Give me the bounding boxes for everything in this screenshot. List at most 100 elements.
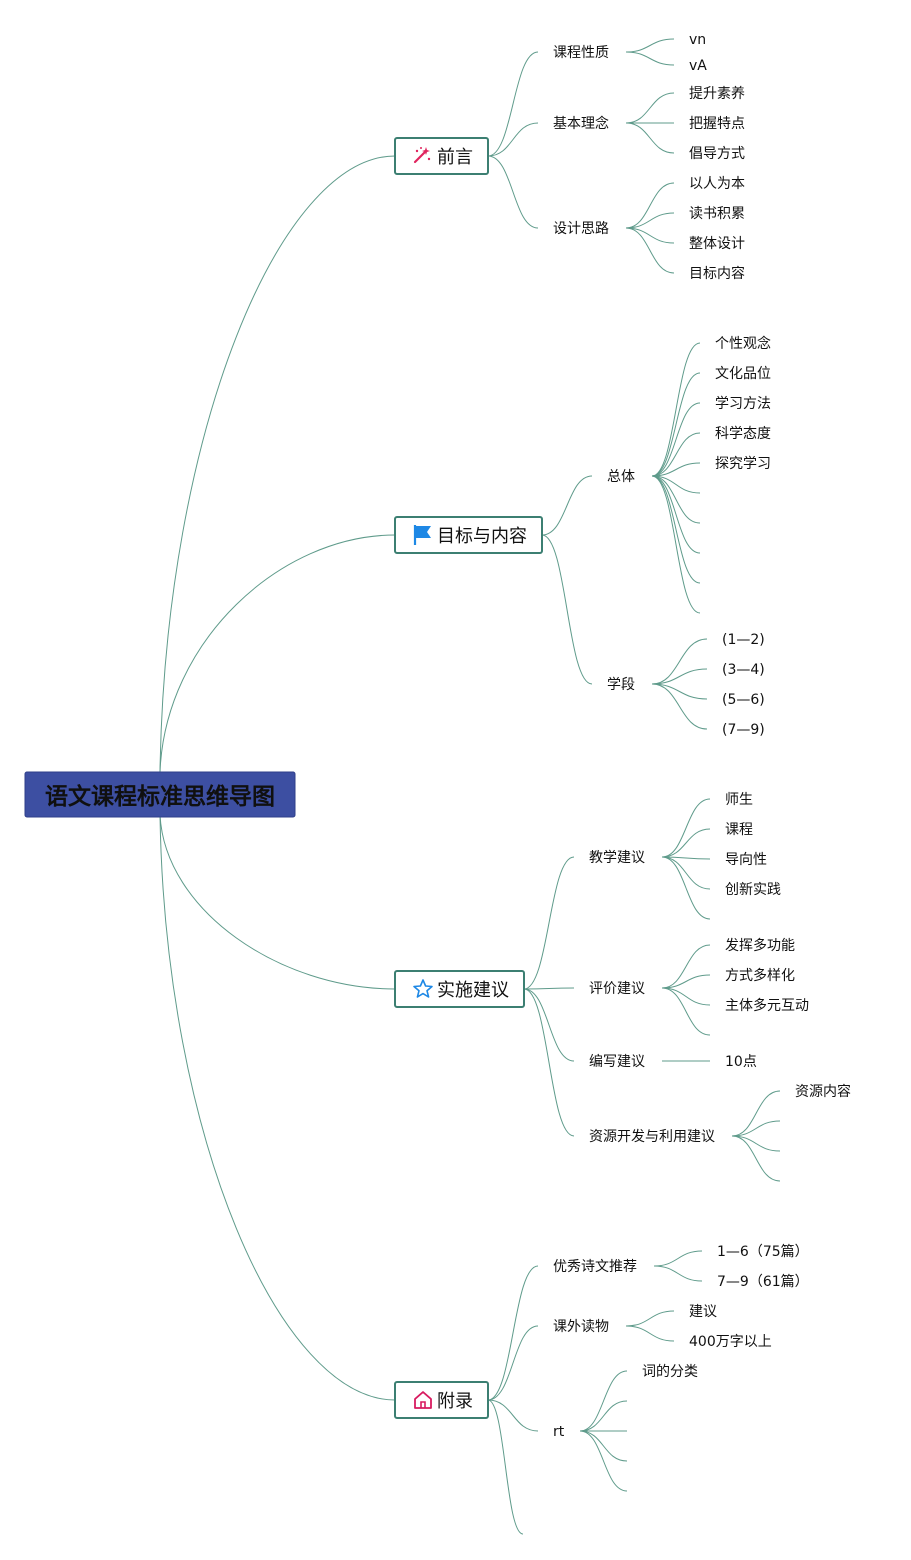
leaf-node-implementation-1-1[interactable]: 方式多样化: [725, 967, 795, 984]
leaf-node-implementation-0-2[interactable]: 导向性: [725, 852, 767, 868]
edge-leaf-implementation-0-3: [661, 856, 711, 890]
leaf-node-preface-1-1[interactable]: 把握特点: [689, 116, 745, 132]
edge-leaf-goals-0-9: [651, 475, 701, 614]
edge-implementation-to-child-0: [523, 856, 575, 990]
leaf-node-preface-2-3[interactable]: 目标内容: [689, 265, 745, 282]
child-node-goals-1[interactable]: 学段: [607, 677, 635, 693]
branch-box-goals: [394, 516, 543, 554]
edge-leaf-goals-1-2: [651, 683, 708, 700]
edge-root-to-implementation: [159, 814, 396, 990]
home-icon: [414, 1391, 432, 1409]
leaf-node-appendix-0-1[interactable]: 7—9（61篇）: [717, 1274, 809, 1290]
edge-preface-to-child-1: [487, 122, 539, 157]
child-node-preface-0[interactable]: 课程性质: [553, 45, 609, 61]
leaf-node-implementation-0-3[interactable]: 创新实践: [725, 882, 781, 898]
edge-leaf-goals-0-2: [651, 402, 701, 477]
edge-leaf-implementation-3-0: [731, 1090, 781, 1137]
leaf-node-preface-0-1[interactable]: vA: [689, 58, 707, 74]
edge-leaf-goals-0-4: [651, 462, 701, 477]
child-node-appendix-2[interactable]: rt: [553, 1424, 565, 1440]
child-node-implementation-2[interactable]: 编写建议: [589, 1054, 645, 1070]
leaf-node-goals-0-2[interactable]: 学习方法: [715, 396, 771, 412]
edge-leaf-goals-0-7: [651, 475, 701, 554]
leaf-node-implementation-0-0[interactable]: 师生: [725, 792, 753, 808]
root-node[interactable]: 语文课程标准思维导图: [24, 771, 296, 818]
child-node-implementation-0[interactable]: 教学建议: [589, 850, 645, 866]
leaf-node-preface-1-2[interactable]: 倡导方式: [689, 146, 745, 162]
branch-label-goals: 目标与内容: [437, 526, 527, 547]
leaf-node-appendix-0-0[interactable]: 1—6（75篇）: [717, 1244, 809, 1260]
magic-wand-icon: [413, 147, 431, 164]
mindmap-nodes: 语文课程标准思维导图 前言 课程性质 vn vA 基本理念 提升素养把握特点倡导方式设计思…: [24, 32, 851, 1440]
edge-leaf-appendix-0-1: [653, 1265, 703, 1282]
leaf-node-implementation-0-1[interactable]: 课程: [725, 822, 753, 838]
branch-box-appendix: [394, 1381, 489, 1419]
leaf-node-appendix-1-1[interactable]: 400万字以上: [689, 1334, 772, 1350]
branch-node-goals[interactable]: 目标与内容: [394, 516, 543, 554]
edge-leaf-implementation-3-1: [731, 1120, 781, 1137]
edge-leaf-appendix-1-1: [625, 1325, 675, 1342]
leaf-node-appendix-2-0[interactable]: 词的分类: [642, 1364, 698, 1380]
edge-leaf-appendix-2-1: [579, 1400, 628, 1432]
edge-goals-to-child-1: [541, 534, 593, 685]
edge-leaf-implementation-0-2: [661, 856, 711, 860]
edge-appendix-to-child-3: [487, 1399, 524, 1535]
child-node-implementation-3[interactable]: 资源开发与利用建议: [589, 1129, 715, 1145]
flag-icon: [413, 525, 431, 545]
branch-box-preface: [394, 137, 489, 175]
edge-leaf-implementation-0-4: [661, 856, 711, 920]
leaf-node-goals-1-0[interactable]: (1—2): [722, 632, 765, 648]
edge-implementation-to-child-1: [523, 987, 575, 990]
leaf-node-goals-0-3[interactable]: 科学态度: [715, 426, 771, 442]
child-node-appendix-0[interactable]: 优秀诗文推荐: [553, 1259, 637, 1275]
star-icon: [413, 979, 433, 998]
edge-leaf-preface-2-0: [625, 182, 675, 229]
leaf-node-goals-1-1[interactable]: (3—4): [722, 662, 765, 678]
leaf-node-preface-0-0[interactable]: vn: [689, 32, 706, 48]
leaf-node-goals-0-0[interactable]: 个性观念: [715, 335, 771, 352]
edge-leaf-preface-1-0: [625, 92, 675, 124]
branch-label-preface: 前言: [437, 147, 473, 168]
branch-node-appendix[interactable]: 附录: [394, 1381, 489, 1419]
edge-leaf-implementation-3-3: [731, 1135, 781, 1182]
leaf-node-implementation-1-2[interactable]: 主体多元互动: [725, 997, 809, 1014]
leaf-node-preface-2-0[interactable]: 以人为本: [689, 176, 745, 192]
child-node-implementation-1[interactable]: 评价建议: [589, 981, 645, 997]
branch-node-implementation[interactable]: 实施建议: [394, 970, 525, 1008]
root-node-box: [24, 771, 296, 818]
leaf-node-preface-1-0[interactable]: 提升素养: [689, 86, 745, 102]
edge-leaf-implementation-3-2: [731, 1135, 781, 1152]
edge-leaf-implementation-1-1: [661, 974, 711, 989]
edge-leaf-preface-2-2: [625, 227, 675, 244]
edge-leaf-implementation-1-0: [661, 944, 711, 989]
leaf-node-appendix-1-0[interactable]: 建议: [689, 1304, 717, 1320]
edge-leaf-appendix-2-4: [579, 1430, 628, 1492]
edge-leaf-implementation-0-0: [661, 798, 711, 858]
edge-leaf-appendix-2-0: [579, 1370, 628, 1432]
edge-appendix-to-child-2: [487, 1399, 539, 1432]
child-node-appendix-1[interactable]: 课外读物: [553, 1318, 609, 1335]
leaf-node-implementation-2-0[interactable]: 10点: [725, 1054, 757, 1070]
child-node-goals-0[interactable]: 总体: [607, 469, 635, 485]
leaf-node-goals-1-3[interactable]: (7—9): [722, 722, 765, 738]
edge-leaf-goals-0-1: [651, 372, 701, 477]
branch-node-preface[interactable]: 前言: [394, 137, 489, 175]
edge-leaf-goals-0-5: [651, 475, 701, 494]
edge-root-to-preface: [159, 155, 396, 773]
leaf-node-goals-0-4[interactable]: 探究学习: [715, 456, 771, 472]
child-node-preface-1[interactable]: 基本理念: [553, 115, 609, 132]
edge-leaf-appendix-2-3: [579, 1430, 628, 1462]
edge-leaf-appendix-0-0: [653, 1250, 703, 1267]
leaf-node-implementation-1-0[interactable]: 发挥多功能: [725, 937, 795, 954]
edge-leaf-preface-2-3: [625, 227, 675, 274]
leaf-node-goals-1-2[interactable]: (5—6): [722, 692, 765, 708]
leaf-node-implementation-3-0[interactable]: 资源内容: [795, 1083, 851, 1100]
leaf-node-preface-2-2[interactable]: 整体设计: [689, 236, 745, 252]
leaf-node-preface-2-1[interactable]: 读书积累: [689, 205, 745, 222]
leaf-node-goals-0-1[interactable]: 文化品位: [715, 366, 771, 382]
edge-preface-to-child-2: [487, 155, 539, 229]
edge-leaf-goals-0-0: [651, 342, 701, 477]
child-node-preface-2[interactable]: 设计思路: [553, 221, 609, 237]
edge-leaf-implementation-0-1: [661, 828, 711, 858]
